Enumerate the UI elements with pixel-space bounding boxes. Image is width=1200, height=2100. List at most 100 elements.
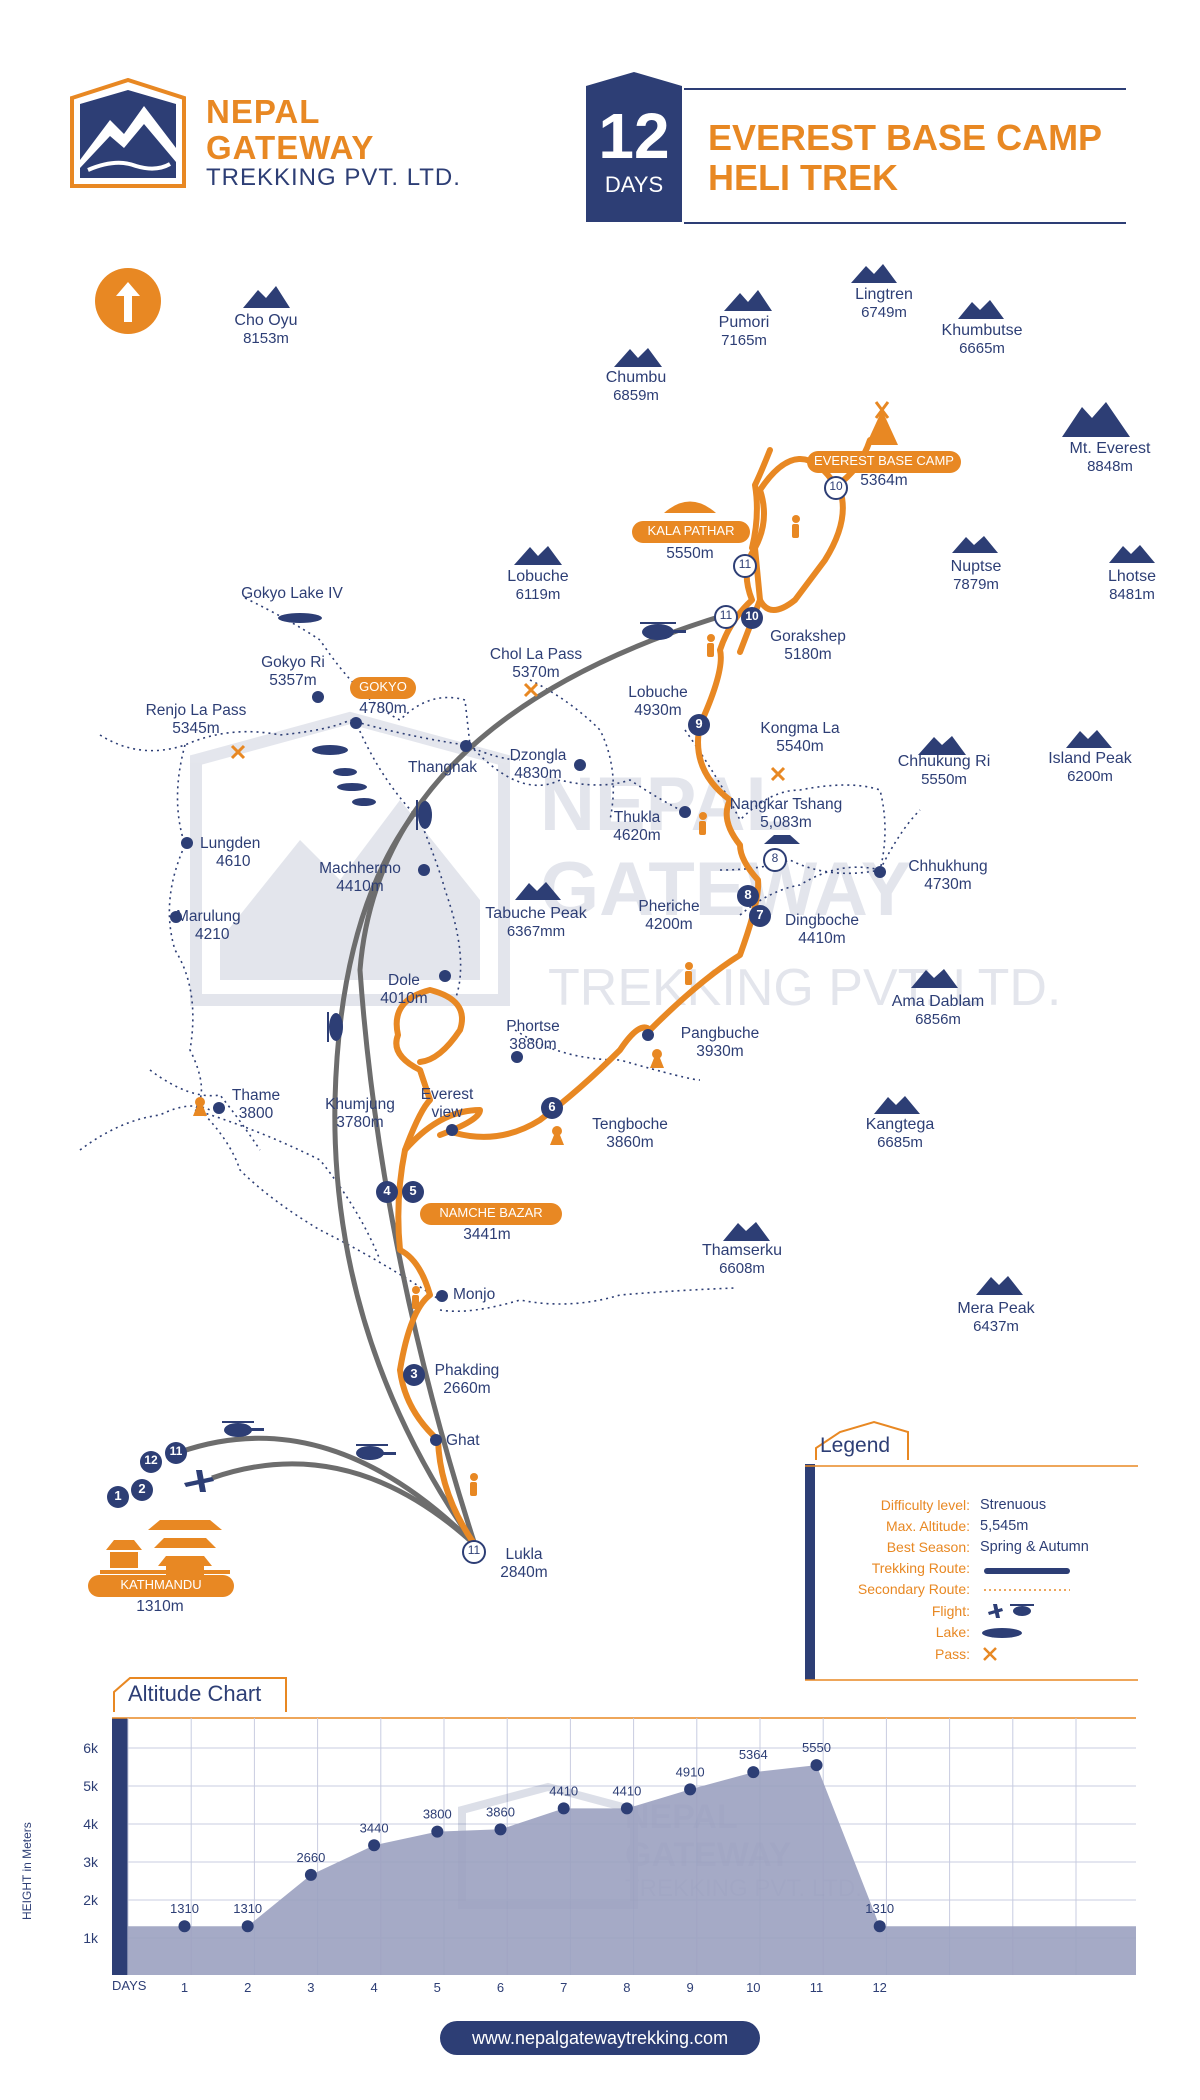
place-dingboche: Dingboche — [784, 912, 860, 929]
altitude-data-label: 3800 — [423, 1807, 452, 1822]
place-lukla-alt: 2840m — [500, 1564, 548, 1581]
flight-routes — [179, 612, 726, 1547]
altitude-chart-title-tab — [113, 1677, 287, 1712]
place-renjo-la-alt: 5345m — [172, 720, 220, 737]
x-tick-label: 3 — [307, 1980, 314, 1995]
peak-island-alt: 6200m — [1067, 768, 1113, 785]
days-label: DAYS — [604, 172, 664, 197]
map-canvas: NEPAL GATEWAY TREKKING PVT. LTD. — [79, 264, 1155, 1597]
place-khumjung-alt: 3780m — [336, 1114, 384, 1131]
place-dole-alt: 4010m — [380, 990, 428, 1007]
x-tick-label: 5 — [434, 1980, 441, 1995]
legend-title: Legend — [820, 1434, 891, 1457]
y-tick-label: 3k — [83, 1854, 99, 1870]
altitude-point — [810, 1759, 823, 1772]
header-rule-bottom — [684, 222, 1126, 224]
day-marker-7: 7 — [756, 907, 764, 922]
place-gorakshep: Gorakshep — [770, 628, 846, 645]
day-marker-4: 4 — [383, 1183, 391, 1198]
legend-secondary-route-label: Secondary Route: — [857, 1581, 970, 1597]
altitude-data-label: 1310 — [865, 1901, 894, 1916]
x-tick-label: 11 — [810, 1980, 824, 1995]
y-axis-label: HEIGHT in Meters — [20, 1822, 34, 1920]
pass-icons — [230, 682, 786, 782]
place-dots — [170, 691, 886, 1446]
place-everest-view-line2: view — [431, 1104, 463, 1121]
place-gokyo-ri: Gokyo Ri — [261, 654, 325, 671]
peak-chumbu: Chumbu — [605, 369, 667, 386]
header-rule-top — [684, 88, 1126, 90]
place-nangkar: Nangkar Tshang — [729, 796, 843, 813]
y-tick-label: 1k — [83, 1930, 99, 1946]
outline-marker-kala: 11 — [738, 557, 752, 571]
peak-lhotse: Lhotse — [1107, 568, 1157, 585]
x-axis-label: DAYS — [112, 1978, 147, 1993]
svg-text:NEPAL: NEPAL — [540, 762, 792, 847]
altitude-data-label: 3440 — [360, 1820, 389, 1835]
altitude-point — [178, 1920, 191, 1933]
altitude-point — [747, 1766, 760, 1779]
peak-lobuche-alt: 6119m — [515, 586, 561, 603]
peak-tabuche: Tabuche Peak — [485, 905, 587, 922]
tag-namche-alt: 3441m — [463, 1226, 511, 1243]
legend-trek-route-swatch — [984, 1568, 1070, 1574]
altitude-data-label: 4410 — [612, 1783, 641, 1798]
y-tick-label: 6k — [83, 1740, 99, 1756]
peak-everest: Mt. Everest — [1069, 440, 1151, 457]
legend-difficulty-label: Difficulty level: — [880, 1497, 970, 1513]
x-tick-label: 2 — [244, 1980, 251, 1995]
trek-title-line1: EVEREST BASE CAMP — [708, 117, 1103, 158]
peak-thamserku: Thamserku — [701, 1242, 783, 1259]
place-dzongla-alt: 4830m — [514, 765, 562, 782]
north-arrow-icon — [95, 268, 161, 334]
place-kongma-la: Kongma La — [760, 720, 840, 737]
peak-ama-dablam: Ama Dablam — [891, 993, 985, 1010]
place-dingboche-alt: 4410m — [798, 930, 846, 947]
tag-pills — [88, 451, 961, 1597]
chart-left-bar — [112, 1718, 128, 1975]
place-tengboche-alt: 3860m — [606, 1134, 654, 1151]
altitude-data-label: 4410 — [549, 1783, 578, 1798]
place-thukla: Thukla — [613, 809, 661, 826]
outline-day-markers — [462, 476, 848, 1564]
helicopter-icons — [222, 622, 686, 1460]
peak-lhotse-alt: 8481m — [1109, 586, 1155, 603]
place-thangnak: Thangnak — [408, 759, 477, 776]
legend-season-value: Spring & Autumn — [980, 1539, 1089, 1555]
temple-icon — [100, 1520, 230, 1578]
place-gokyo-ri-alt: 5357m — [269, 672, 317, 689]
day-marker-10: 10 — [745, 609, 759, 623]
altitude-point — [873, 1920, 886, 1933]
place-tengboche: Tengboche — [592, 1116, 668, 1133]
trek-title: EVEREST BASE CAMP HELI TREK — [708, 118, 1102, 198]
tag-ebc-alt: 5364m — [860, 472, 908, 489]
place-chhukhung: Chhukhung — [908, 858, 988, 875]
day-marker-1: 1 — [114, 1488, 122, 1503]
place-dole: Dole — [388, 972, 420, 989]
place-chol-la-alt: 5370m — [512, 664, 560, 681]
place-phortse: Phortse — [506, 1018, 560, 1035]
tag-gokyo: GOKYO — [359, 679, 407, 694]
peak-nuptse: Nuptse — [950, 558, 1002, 575]
tag-namche: NAMCHE BAZAR — [439, 1205, 543, 1220]
lake-icons — [278, 613, 376, 806]
x-tick-label: 7 — [560, 1980, 567, 1995]
peak-lobuche: Lobuche — [507, 568, 569, 585]
altitude-point — [494, 1823, 507, 1836]
place-dzongla: Dzongla — [509, 747, 567, 764]
x-tick-label: 9 — [686, 1980, 693, 1995]
place-phakding: Phakding — [434, 1362, 500, 1379]
place-machhermo: Machhermo — [319, 860, 401, 877]
brand-name-line2: GATEWAY — [206, 129, 375, 166]
website-link[interactable]: www.nepalgatewaytrekking.com — [440, 2021, 760, 2055]
peak-kangtega-alt: 6685m — [877, 1134, 923, 1151]
place-thame-alt: 3800 — [238, 1105, 274, 1122]
place-pheriche: Pheriche — [638, 898, 700, 915]
place-monjo: Monjo — [453, 1286, 496, 1303]
place-marulung: Marulung — [176, 908, 241, 925]
y-tick-label: 2k — [83, 1892, 99, 1908]
trekking-route — [393, 437, 873, 1548]
place-machhermo-alt: 4410m — [336, 878, 384, 895]
